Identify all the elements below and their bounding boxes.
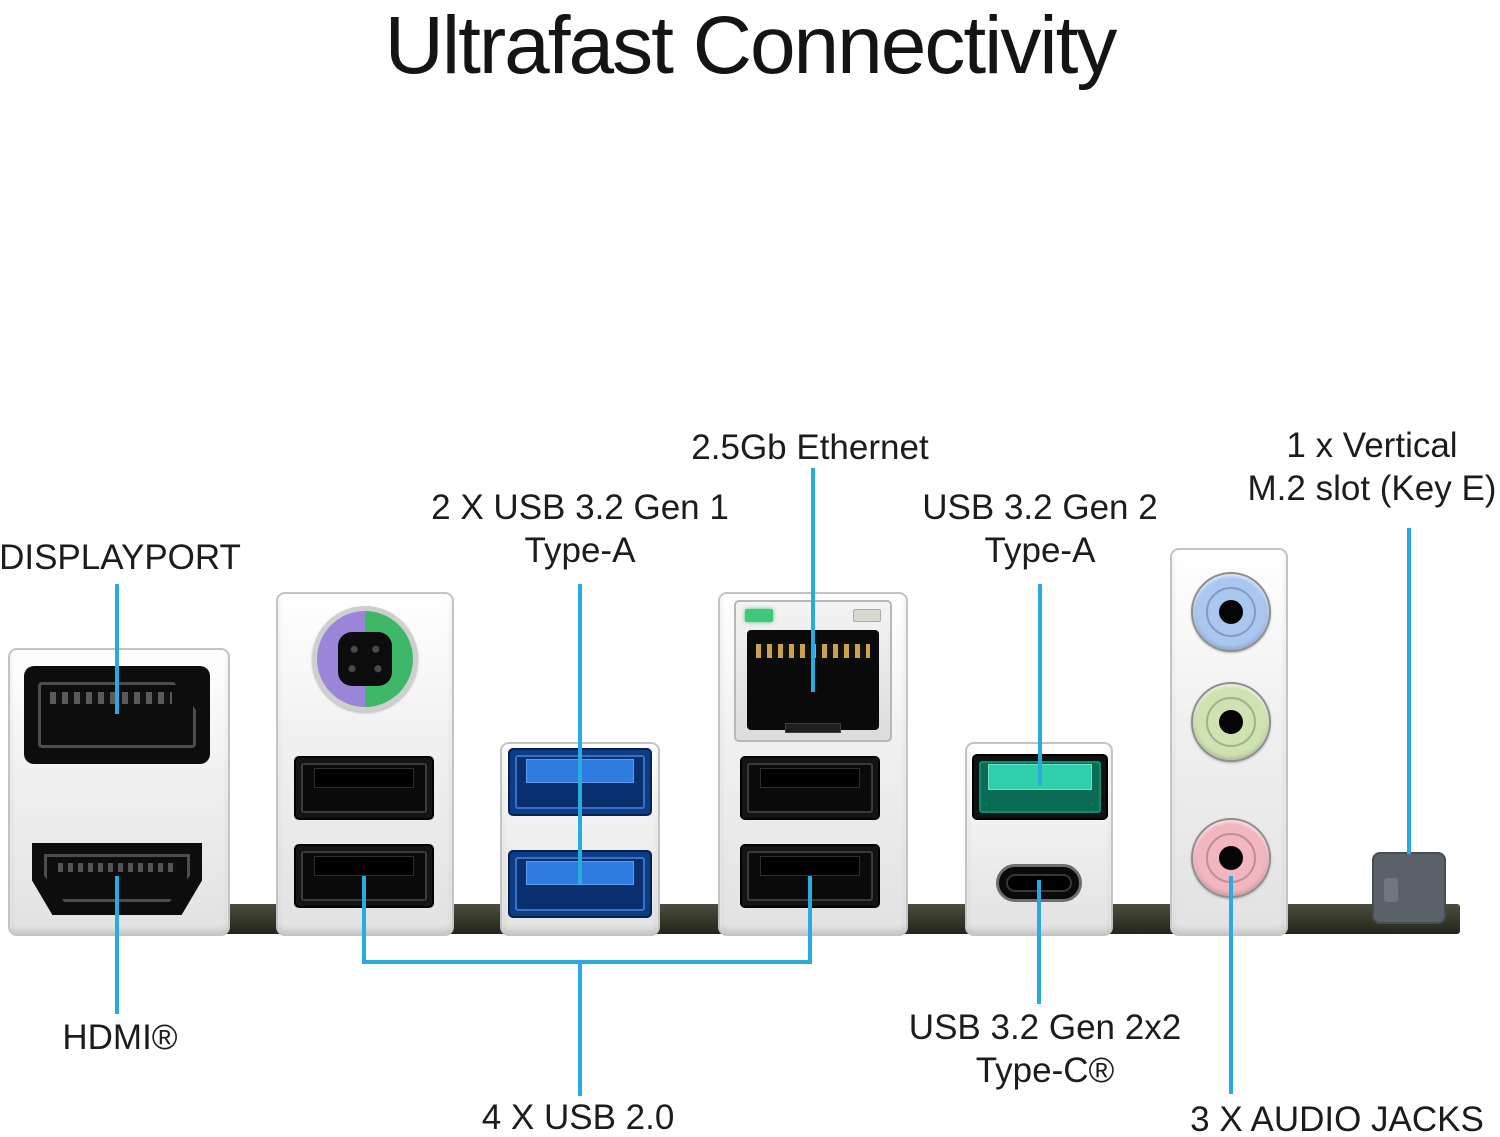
rj45-latch bbox=[785, 723, 841, 733]
leader-line-usb2-right bbox=[808, 876, 812, 964]
usb2-label: 4 X USB 2.0 bbox=[481, 1098, 675, 1137]
leader-line-hdmi bbox=[115, 876, 119, 1014]
leader-line-usb3-gen1 bbox=[578, 584, 582, 884]
audio-jack-line-out-icon bbox=[1191, 682, 1271, 762]
ps2-combo-port-icon bbox=[312, 606, 418, 712]
m2-slot-label: 1 x Vertical M.2 slot (Key E) bbox=[1247, 426, 1497, 509]
usb2-port-3-icon bbox=[740, 756, 880, 820]
ps2-pin-core bbox=[338, 632, 392, 686]
hdmi-pins bbox=[58, 863, 176, 872]
usb3-gen1-port-2-icon bbox=[508, 850, 652, 918]
typec-label: USB 3.2 Gen 2x2 Type-C® bbox=[908, 1008, 1182, 1091]
usb3-gen1-label: 2 X USB 3.2 Gen 1 Type-A bbox=[431, 488, 729, 571]
leader-line-ethernet bbox=[811, 468, 815, 692]
usb2-port-1-icon bbox=[294, 756, 434, 820]
leader-line-usb2-horizontal bbox=[362, 960, 812, 964]
usb-tongue bbox=[314, 768, 414, 788]
leader-line-m2 bbox=[1407, 528, 1411, 854]
leader-line-typec bbox=[1037, 880, 1041, 1004]
leader-line-audio bbox=[1229, 876, 1233, 1094]
leader-line-usb2-drop bbox=[578, 960, 582, 1096]
m2-notch bbox=[1384, 878, 1398, 902]
ethernet-led-gray bbox=[853, 609, 881, 622]
ethernet-led-green bbox=[745, 609, 773, 622]
hdmi-label: HDMI® bbox=[62, 1018, 178, 1057]
ethernet-label: 2.5Gb Ethernet bbox=[691, 428, 929, 467]
leader-line-usb3-gen2 bbox=[1038, 584, 1042, 786]
page-title: Ultrafast Connectivity bbox=[384, 0, 1118, 91]
usb-tongue bbox=[760, 768, 860, 788]
displayport-label: DISPLAYPORT bbox=[0, 538, 241, 577]
audio-jacks-label: 3 X AUDIO JACKS bbox=[1190, 1100, 1484, 1137]
leader-line-displayport bbox=[115, 584, 119, 714]
displayport-pins bbox=[50, 692, 172, 704]
audio-jack-line-in-icon bbox=[1191, 572, 1271, 652]
m2-key-e-slot-icon bbox=[1372, 852, 1446, 924]
usb-tongue bbox=[760, 856, 860, 876]
leader-line-usb2-left bbox=[362, 876, 366, 964]
usb3-gen2-label: USB 3.2 Gen 2 Type-A bbox=[922, 488, 1158, 571]
usb-tongue bbox=[314, 856, 414, 876]
